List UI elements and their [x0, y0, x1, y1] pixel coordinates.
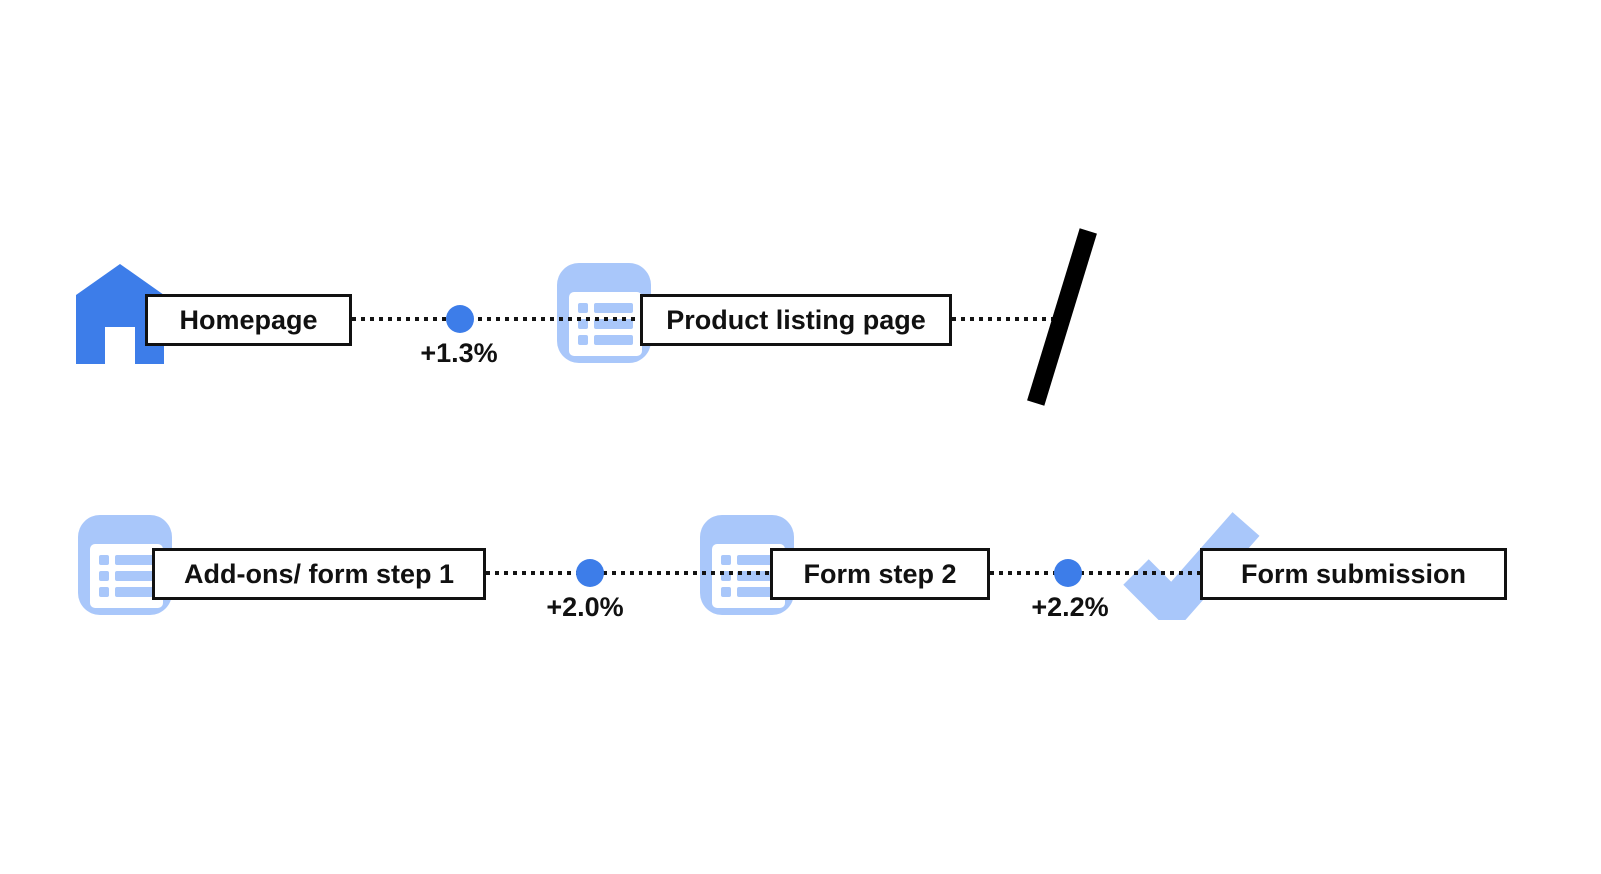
delta-label-2: +2.0%	[546, 592, 624, 622]
delta-label-1: +1.3%	[420, 338, 498, 368]
connector-dot-3	[1054, 559, 1082, 587]
step-node-addons: Add-ons/ form step 1	[152, 548, 486, 600]
connector-line-1	[352, 317, 644, 321]
step-node-product-listing: Product listing page	[640, 294, 952, 346]
step-node-form-submission: Form submission	[1200, 548, 1507, 600]
delta-label-3: +2.2%	[1031, 592, 1109, 622]
connector-line-4	[990, 571, 1204, 575]
step-label: Homepage	[179, 304, 318, 335]
step-label: Product listing page	[666, 304, 926, 335]
list-icon	[557, 263, 651, 363]
step-label: Add-ons/ form step 1	[183, 558, 454, 589]
list-icon-panel	[569, 292, 642, 356]
connector-line-3	[486, 571, 778, 575]
connector-line-2	[952, 317, 1055, 321]
step-label: Form submission	[1240, 558, 1467, 589]
connector-dot-1	[446, 305, 474, 333]
list-icon-panel	[90, 544, 163, 608]
step-label: Form step 2	[803, 558, 957, 589]
step-node-homepage: Homepage	[145, 294, 352, 346]
step-node-form-step-2: Form step 2	[770, 548, 990, 600]
home-icon	[76, 264, 164, 364]
connector-dot-2	[576, 559, 604, 587]
